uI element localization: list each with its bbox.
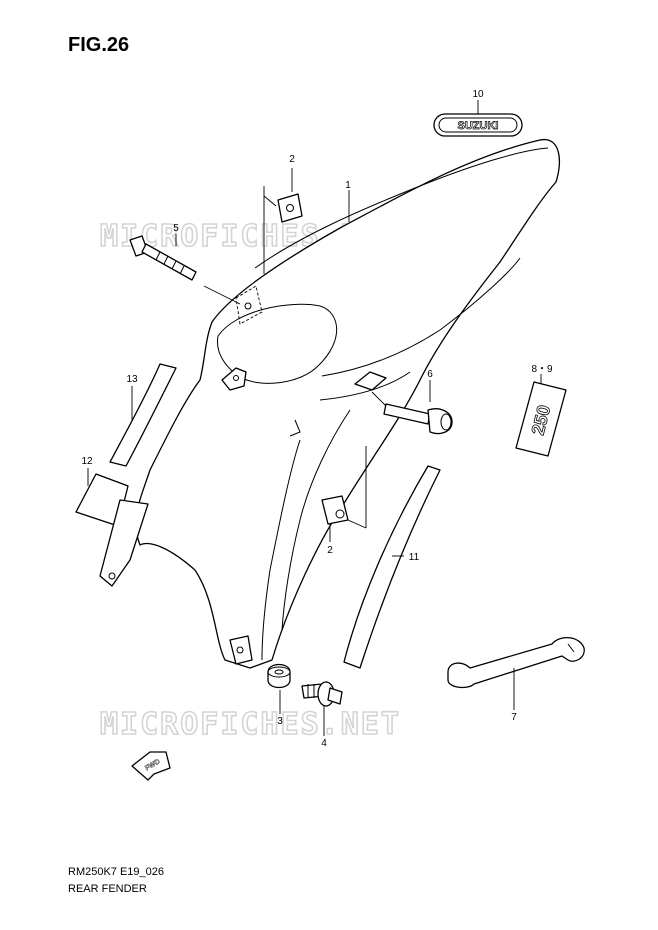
- callout-4: 4: [321, 738, 327, 749]
- watermark-bottom: MICROFICHES.NET: [100, 707, 401, 742]
- callout-12: 12: [81, 456, 93, 467]
- rear-fender-part-1[interactable]: [135, 139, 561, 669]
- callout-11: 11: [409, 552, 420, 563]
- bolt-part-6[interactable]: [383, 403, 453, 435]
- callout-13: 13: [126, 374, 138, 385]
- bolt-part-4[interactable]: [301, 681, 343, 707]
- callout-5: 5: [173, 223, 179, 234]
- decal-250-part-8-9[interactable]: 250: [515, 381, 567, 457]
- callout-2-lower: 2: [327, 545, 333, 556]
- leader-lines: [87, 100, 542, 736]
- diagram-code: RM250K7 E19_026: [68, 866, 165, 878]
- grommet-part-3[interactable]: [267, 663, 291, 689]
- diagram-name: REAR FENDER: [68, 883, 147, 895]
- callout-2-upper: 2: [289, 154, 295, 165]
- clip-nut-part-2-upper[interactable]: [277, 193, 303, 223]
- callout-1: 1: [345, 180, 351, 191]
- wrench-part-7[interactable]: [447, 637, 585, 689]
- callout-3: 3: [277, 716, 283, 727]
- figure-title: FIG.26: [68, 34, 130, 56]
- fender-decal-part-12[interactable]: [75, 473, 149, 587]
- rear-strip-part-11[interactable]: [343, 465, 441, 669]
- callout-7: 7: [511, 712, 517, 723]
- bolt-part-5[interactable]: [129, 235, 197, 281]
- callout-8-9: 8・9: [531, 364, 553, 375]
- callout-6: 6: [427, 369, 433, 380]
- fender-strip-part-13[interactable]: [109, 363, 177, 467]
- callout-10: 10: [472, 89, 484, 100]
- suzuki-emblem-part-10[interactable]: SUZUKI: [433, 113, 523, 137]
- emblem-text: SUZUKI: [458, 120, 499, 132]
- fwd-arrow-icon: FWD: [131, 751, 171, 781]
